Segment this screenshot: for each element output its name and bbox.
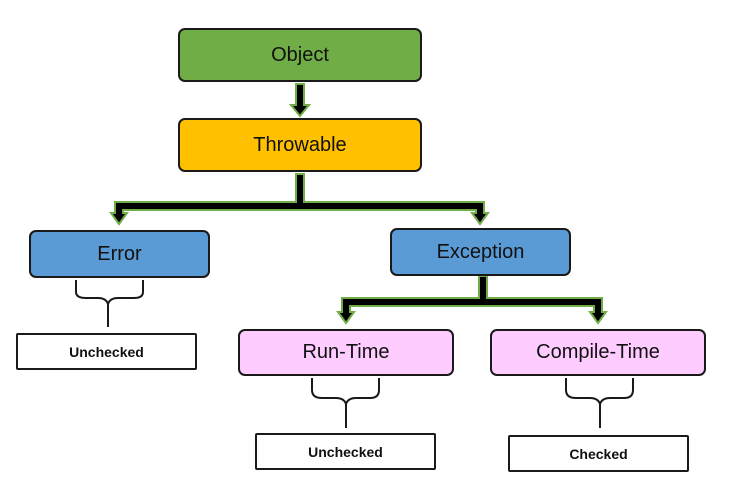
arrow-object-to-throwable — [288, 83, 312, 118]
compiletime-checked-tag: Checked — [508, 435, 689, 472]
branch-throwable — [109, 173, 490, 226]
runtime-unchecked-tag: Unchecked — [255, 433, 436, 470]
object-label: Object — [271, 43, 329, 66]
runtime-tag-label: Unchecked — [308, 443, 383, 460]
throwable-label: Throwable — [253, 133, 347, 156]
throwable-node: Throwable — [178, 118, 422, 172]
error-node: Error — [29, 230, 210, 278]
compiletime-node: Compile-Time — [490, 329, 706, 376]
compiletime-label: Compile-Time — [536, 341, 660, 363]
object-node: Object — [178, 28, 422, 82]
brace-compiletime — [565, 378, 634, 428]
runtime-node: Run-Time — [238, 329, 454, 376]
brace-runtime — [311, 378, 380, 428]
branch-exception — [336, 275, 608, 325]
exception-label: Exception — [436, 240, 525, 263]
error-tag-label: Unchecked — [69, 343, 144, 360]
brace-error — [75, 280, 144, 327]
exception-node: Exception — [390, 228, 571, 276]
error-label: Error — [97, 242, 142, 265]
error-unchecked-tag: Unchecked — [16, 333, 197, 370]
compiletime-tag-label: Checked — [569, 445, 628, 462]
runtime-label: Run-Time — [302, 341, 390, 363]
connectors — [109, 83, 608, 325]
braces — [75, 280, 634, 428]
